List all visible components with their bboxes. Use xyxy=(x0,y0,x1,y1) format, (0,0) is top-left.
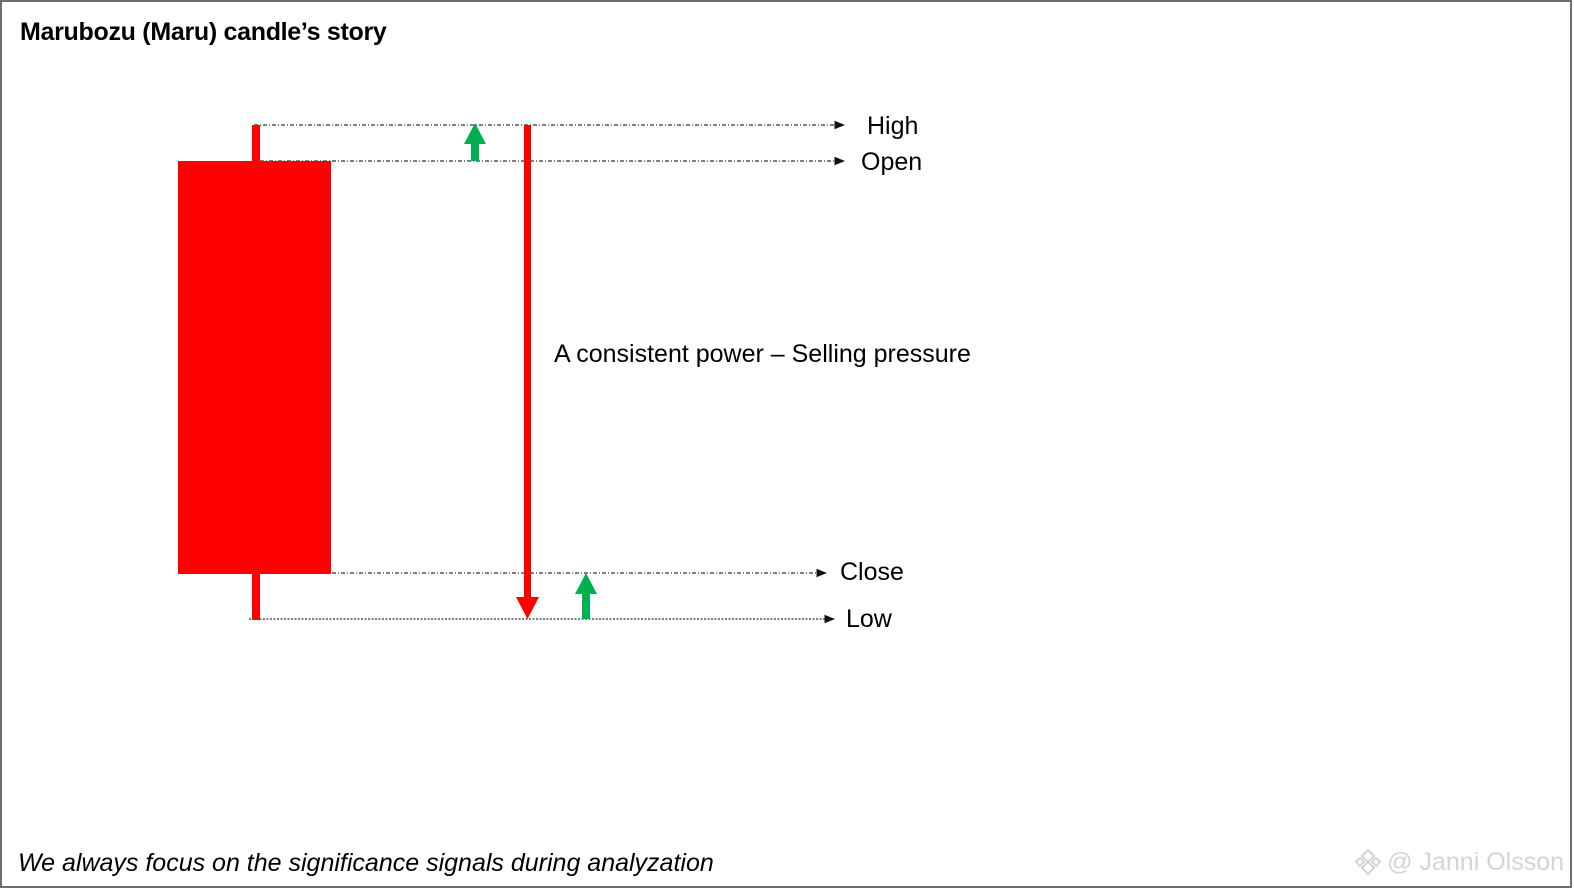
candle-lower-wick xyxy=(252,572,260,620)
low-label: Low xyxy=(846,605,893,633)
watermark: @ Janni Olsson xyxy=(1353,847,1564,877)
selling-pressure-annotation: A consistent power – Selling pressure xyxy=(554,340,971,368)
binance-logo-icon xyxy=(1354,848,1382,876)
open-label: Open xyxy=(861,148,922,176)
close-label: Close xyxy=(840,558,904,586)
selling-pressure-arrow xyxy=(516,125,539,619)
slide-title: Marubozu (Maru) candle’s story xyxy=(20,18,387,46)
green-up-arrow-bottom xyxy=(575,573,597,619)
footer-note: We always focus on the significance sign… xyxy=(18,849,714,877)
candle-body xyxy=(178,161,331,574)
candle-upper-wick xyxy=(252,125,260,165)
watermark-text: @ Janni Olsson xyxy=(1387,847,1564,876)
high-label: High xyxy=(867,112,918,140)
green-up-arrow-top xyxy=(464,123,486,161)
